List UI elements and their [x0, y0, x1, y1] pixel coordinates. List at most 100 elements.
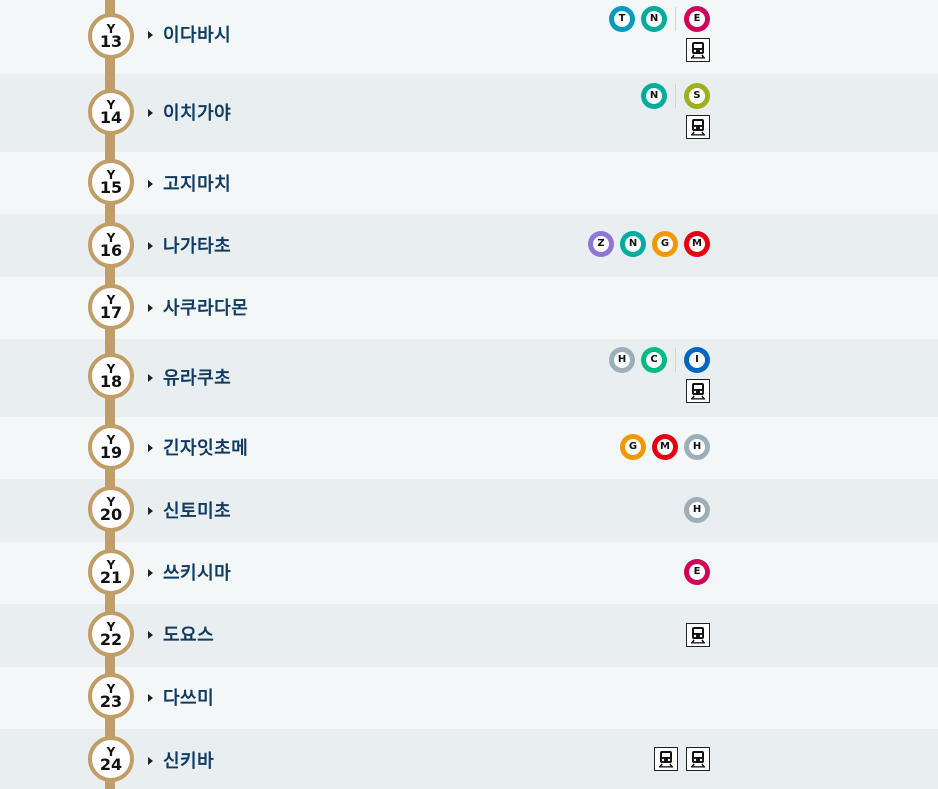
line-code: Y [106, 557, 116, 572]
line-n-icon[interactable]: N [641, 6, 667, 32]
rail-transfer-icons [654, 747, 710, 771]
station-name: 이다바시 [163, 25, 232, 46]
line-m-icon[interactable]: M [652, 434, 678, 460]
station-link[interactable]: 이치가야 [148, 100, 231, 124]
rail-transfer-icons [686, 38, 710, 62]
line-e-icon[interactable]: E [684, 6, 710, 32]
line-s-icon[interactable]: S [684, 83, 710, 109]
line-letter: G [657, 236, 673, 252]
transfer-line-icons: E [684, 559, 710, 585]
transfer-lines [654, 747, 710, 771]
caret-right-icon [148, 507, 153, 515]
caret-right-icon [148, 631, 153, 639]
station-link[interactable]: 유라쿠초 [148, 365, 231, 389]
line-c-icon[interactable]: C [641, 347, 667, 373]
line-z-icon[interactable]: Z [588, 231, 614, 257]
station-number: 19 [99, 442, 123, 462]
caret-right-icon [148, 109, 153, 117]
station-link[interactable]: 사쿠라다몬 [148, 295, 248, 319]
station-number: 18 [99, 371, 123, 391]
line-h-icon[interactable]: H [684, 497, 710, 523]
line-letter: E [689, 11, 705, 27]
caret-right-icon [148, 694, 153, 702]
line-h-icon[interactable]: H [684, 434, 710, 460]
line-letter: Z [593, 236, 609, 252]
jr-train-icon[interactable] [686, 379, 710, 403]
station-number: 15 [99, 177, 123, 197]
train-icon [691, 119, 705, 136]
station-link[interactable]: 이다바시 [148, 22, 231, 46]
line-letter: H [689, 502, 705, 518]
station-number: 17 [99, 302, 123, 322]
line-code: Y [106, 97, 116, 112]
line-letter: S [689, 88, 705, 104]
station-name: 신토미초 [163, 501, 232, 522]
rail-transfer-icons [686, 115, 710, 139]
line-code: Y [106, 432, 116, 447]
line-letter: I [689, 352, 705, 368]
caret-right-icon [148, 304, 153, 312]
station-name: 사쿠라다몬 [163, 298, 249, 319]
station-name: 다쓰미 [163, 688, 215, 709]
station-link[interactable]: 나가타초 [148, 233, 231, 257]
line-g-icon[interactable]: G [620, 434, 646, 460]
line-letter: G [625, 439, 641, 455]
caret-right-icon [148, 242, 153, 250]
line-code: Y [106, 494, 116, 509]
rail-transfer-icons [686, 623, 710, 647]
transfer-line-icons: H [684, 497, 710, 523]
station-link[interactable]: 다쓰미 [148, 685, 214, 709]
station-name: 이치가야 [163, 103, 232, 124]
line-n-icon[interactable]: N [620, 231, 646, 257]
station-link[interactable]: 신키바 [148, 748, 214, 772]
station-link[interactable]: 신토미초 [148, 498, 231, 522]
jr-train-icon[interactable] [686, 38, 710, 62]
operator-divider [675, 84, 676, 108]
yurikamome-train-icon[interactable] [686, 623, 710, 647]
line-m-icon[interactable]: M [684, 231, 710, 257]
station-number: 16 [99, 240, 123, 260]
jr-train-icon[interactable] [686, 115, 710, 139]
train-icon [691, 751, 705, 768]
line-t-icon[interactable]: T [609, 6, 635, 32]
rinkai-train-icon[interactable] [686, 747, 710, 771]
line-g-icon[interactable]: G [652, 231, 678, 257]
train-icon [691, 627, 705, 644]
station-name: 긴자잇초메 [163, 438, 249, 459]
train-icon [659, 751, 673, 768]
station-link[interactable]: 쓰키시마 [148, 560, 231, 584]
jr-train-icon[interactable] [654, 747, 678, 771]
line-e-icon[interactable]: E [684, 559, 710, 585]
line-i-icon[interactable]: I [684, 347, 710, 373]
station-number: 21 [99, 567, 123, 587]
line-letter: E [689, 564, 705, 580]
station-link[interactable]: 도요스 [148, 622, 214, 646]
line-letter: N [646, 88, 662, 104]
line-h-icon[interactable]: H [609, 347, 635, 373]
station-number: 14 [99, 107, 123, 127]
line-n-icon[interactable]: N [641, 83, 667, 109]
station-link[interactable]: 고지마치 [148, 171, 231, 195]
line-letter: M [689, 236, 705, 252]
station-link[interactable]: 긴자잇초메 [148, 435, 248, 459]
caret-right-icon [148, 180, 153, 188]
